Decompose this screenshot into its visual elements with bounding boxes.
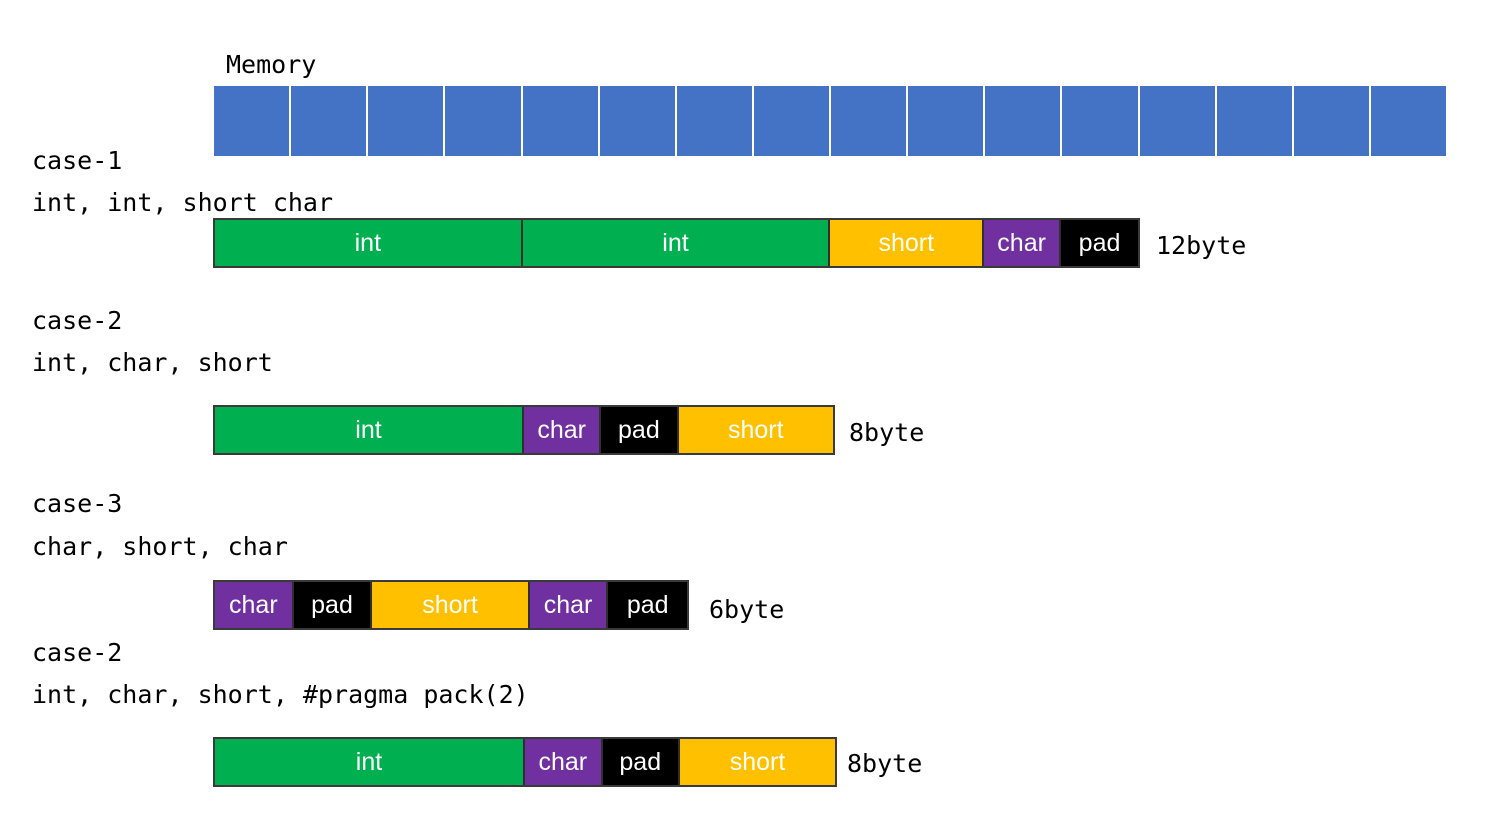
- segment-int: int: [215, 407, 524, 453]
- case-1-size: 12byte: [1156, 231, 1247, 260]
- segment-int: int: [215, 739, 525, 785]
- case-4-fields: int, char, short, #pragma pack(2): [32, 680, 529, 709]
- memory-strip: [214, 86, 1446, 156]
- memory-cell: [831, 86, 909, 156]
- memory-cell: [985, 86, 1063, 156]
- segment-char: char: [215, 582, 294, 628]
- case-4-title: case-2: [32, 638, 123, 667]
- segment-char: char: [984, 220, 1062, 266]
- segment-short: short: [680, 739, 836, 785]
- memory-cell: [599, 86, 677, 156]
- case-3-fields: char, short, char: [32, 532, 288, 561]
- memory-cell: [1139, 86, 1217, 156]
- segment-short: short: [830, 220, 985, 266]
- segment-int: int: [522, 220, 831, 266]
- memory-cell: [908, 86, 986, 156]
- case-2-size: 8byte: [849, 418, 925, 447]
- memory-cell: [753, 86, 831, 156]
- segment-int: int: [215, 220, 523, 266]
- memory-cell: [1370, 86, 1446, 156]
- segment-short: short: [678, 407, 834, 453]
- segment-pad: pad: [608, 582, 687, 628]
- memory-label: Memory: [226, 50, 317, 79]
- segment-pad: pad: [601, 407, 679, 453]
- memory-cell: [291, 86, 369, 156]
- case-1-fields: int, int, short char: [32, 188, 334, 217]
- memory-cell: [676, 86, 754, 156]
- memory-cell: [368, 86, 446, 156]
- segment-char: char: [529, 582, 609, 628]
- memory-cell: [1216, 86, 1294, 156]
- memory-cell: [214, 86, 292, 156]
- segment-pad: pad: [602, 739, 681, 785]
- segment-pad: pad: [1061, 220, 1138, 266]
- memory-cell: [445, 86, 523, 156]
- segment-pad: pad: [293, 582, 373, 628]
- memory-cell: [1062, 86, 1140, 156]
- segment-short: short: [372, 582, 530, 628]
- memory-cell: [1293, 86, 1371, 156]
- case-4-size: 8byte: [847, 749, 923, 778]
- case-1-title: case-1: [32, 146, 123, 175]
- case-3-size: 6byte: [709, 595, 785, 624]
- segment-char: char: [524, 407, 602, 453]
- memory-cell: [522, 86, 600, 156]
- case-2-fields: int, char, short: [32, 348, 273, 377]
- case-3-title: case-3: [32, 489, 123, 518]
- segment-char: char: [525, 739, 603, 785]
- case-2-title: case-2: [32, 306, 123, 335]
